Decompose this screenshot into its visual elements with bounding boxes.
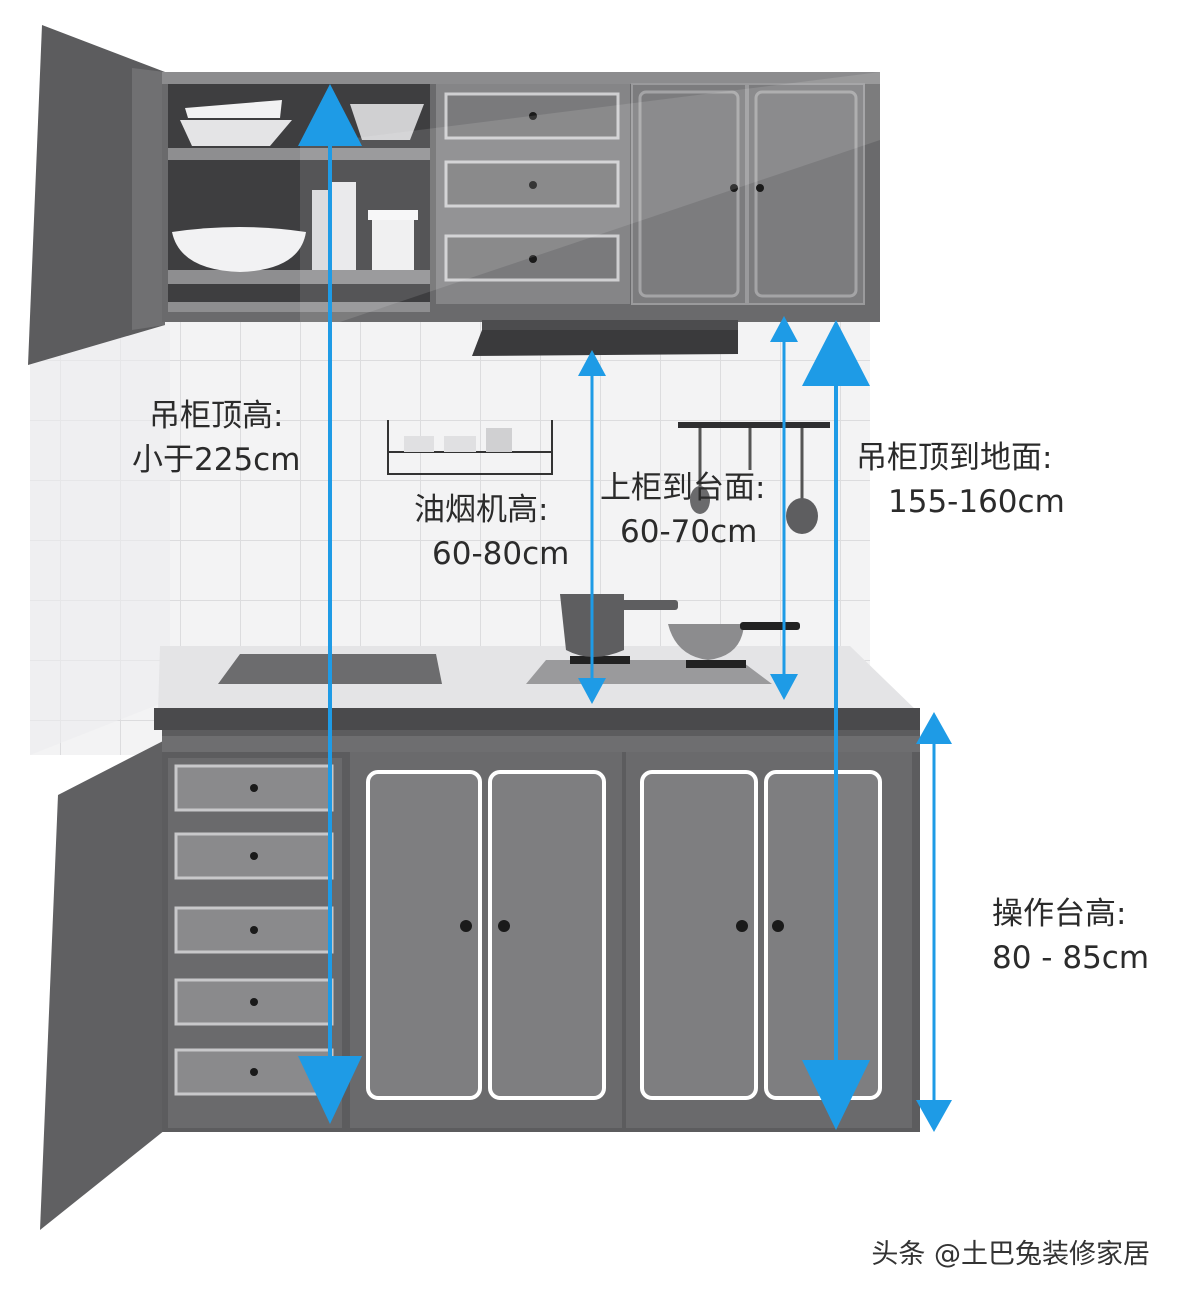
range-hood	[472, 320, 738, 356]
label-upper-to-counter: 上柜到台面: 60-70cm	[600, 466, 765, 554]
arrow-range-hood	[578, 350, 606, 704]
watermark: 头条 @土巴兔装修家居	[871, 1239, 1150, 1270]
lower-cabinet	[162, 730, 920, 1132]
label-counter-height-value: 80 - 85cm	[992, 940, 1150, 976]
arrow-counter-height	[916, 712, 952, 1132]
spice-rack	[387, 420, 553, 475]
label-upper-to-counter-title: 上柜到台面:	[600, 470, 766, 506]
label-wall-cabinet-top: 吊柜顶高: 小于225cm	[132, 394, 300, 482]
label-counter-height: 操作台高: 80 - 85cm	[992, 892, 1149, 980]
label-upper-to-counter-value: 60-70cm	[620, 514, 758, 550]
label-counter-height-title: 操作台高:	[992, 896, 1127, 932]
label-wall-cabinet-top-title: 吊柜顶高:	[148, 398, 284, 434]
label-range-hood-value: 60-80cm	[432, 536, 570, 572]
label-cabinet-top-to-floor-title: 吊柜顶到地面:	[856, 440, 1053, 476]
label-cabinet-top-to-floor-value: 155-160cm	[888, 484, 1065, 520]
upper-left-door	[28, 25, 165, 365]
countertop	[154, 646, 920, 730]
arrow-wall-cabinet-top	[298, 84, 362, 1124]
dimension-arrows	[298, 84, 952, 1132]
label-range-hood: 油烟机高: 60-80cm	[414, 488, 569, 576]
utensil-rail	[678, 422, 830, 534]
arrow-cabinet-top-to-floor	[802, 320, 870, 1130]
arrow-upper-to-counter	[770, 316, 798, 700]
label-range-hood-title: 油烟机高:	[414, 492, 549, 528]
label-wall-cabinet-top-value: 小于225cm	[132, 442, 301, 478]
label-cabinet-top-to-floor: 吊柜顶到地面: 155-160cm	[856, 436, 1065, 524]
lower-left-door	[40, 740, 165, 1230]
upper-cabinet	[162, 72, 880, 322]
